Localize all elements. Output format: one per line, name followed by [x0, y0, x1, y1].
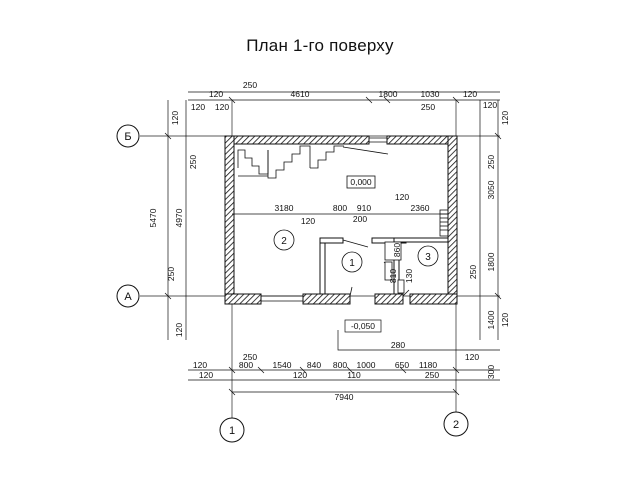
axis-1-label: 1 — [229, 425, 235, 437]
dim-int-1: 3180 — [275, 203, 294, 213]
plan-title: План 1-го поверху — [246, 36, 394, 55]
dim-top-5: 1030 — [421, 89, 440, 99]
dim-int-9: 810 — [388, 269, 398, 283]
dim-bot1-4: 800 — [333, 360, 347, 370]
axis-marker-2 — [443, 411, 469, 437]
axis-marker-a — [116, 284, 140, 308]
axis-markers — [116, 124, 469, 443]
dim-bot1-1: 250 — [243, 352, 257, 362]
dim-right-4: 250 — [468, 265, 478, 279]
dim-bot2-3: 120 — [293, 370, 307, 380]
room-marker-1 — [341, 251, 363, 273]
fixtures — [384, 241, 405, 294]
dim-int-8: 860 — [392, 243, 402, 257]
dim-bot1-3: 840 — [307, 360, 321, 370]
axis-b-label: Б — [124, 131, 131, 143]
dim-left-5: 120 — [170, 111, 180, 125]
axis-marker-1 — [219, 417, 245, 443]
dim-right-2: 3050 — [486, 180, 496, 199]
room-2-label: 2 — [281, 236, 287, 247]
dim-bot1-6: 280 — [391, 340, 405, 350]
room-1-label: 1 — [349, 258, 355, 269]
windows — [261, 137, 387, 302]
dim-right-3: 1800 — [486, 252, 496, 271]
dim-bot1-8: 120 — [465, 352, 479, 362]
dim-right-7: 120 — [500, 111, 510, 125]
room-marker-2 — [273, 229, 295, 251]
dim-top-7: 250 — [421, 102, 435, 112]
dim-bot1-2: 1540 — [273, 360, 292, 370]
dim-bot2-6: 1180 — [419, 360, 438, 370]
dim-left-1: 5470 — [148, 208, 158, 227]
dim-top-8: 120 — [483, 100, 497, 110]
dim-total: 7940 — [335, 392, 354, 402]
stairs — [237, 145, 344, 179]
dim-int-2: 120 — [301, 216, 315, 226]
dim-left-6: 120 — [174, 323, 184, 337]
dim-int-3: 800 — [333, 203, 347, 213]
dim-top-2: 250 — [243, 80, 257, 90]
dim-bot1-5: 1000 — [357, 360, 376, 370]
dim-int-6: 120 — [395, 192, 409, 202]
dim-bot1-7: 120 — [193, 360, 207, 370]
outside-level: -0,050 — [351, 321, 375, 331]
dim-bot2-4: 110 — [347, 370, 361, 380]
dim-top-6: 120 — [463, 89, 477, 99]
dim-bot2-7: 250 — [425, 370, 439, 380]
dim-left-3: 250 — [188, 155, 198, 169]
dim-top-3: 4610 — [291, 89, 310, 99]
dim-right-6: 120 — [500, 313, 510, 327]
axis-a-label: А — [124, 291, 132, 303]
floor-level: 0,000 — [350, 177, 372, 187]
dim-right-1: 250 — [486, 155, 496, 169]
dim-right-5: 1400 — [486, 310, 496, 329]
dim-int-4: 910 — [357, 203, 371, 213]
dim-bot2-5: 650 — [395, 360, 409, 370]
dim-int-7: 2360 — [411, 203, 430, 213]
room-3-label: 3 — [425, 252, 431, 263]
dim-top-1: 120 — [209, 89, 223, 99]
dim-int-10: 130 — [404, 269, 414, 283]
outer-walls — [224, 135, 458, 305]
axis-marker-b — [116, 124, 140, 148]
dim-left-2: 4970 — [174, 208, 184, 227]
room-marker-3 — [417, 245, 439, 267]
interior-walls — [319, 237, 449, 295]
dim-int-5: 200 — [353, 214, 367, 224]
dim-right-8: 300 — [486, 365, 496, 379]
axis-2-label: 2 — [453, 419, 459, 431]
dim-bot2-2: 800 — [239, 360, 253, 370]
dim-top-left-2: 120 — [215, 102, 229, 112]
dim-top-4: 1800 — [379, 89, 398, 99]
dim-left-4: 250 — [166, 267, 176, 281]
dim-top-left-1: 120 — [191, 102, 205, 112]
dim-bot2-1: 120 — [199, 370, 213, 380]
dimension-lines — [164, 91, 502, 396]
